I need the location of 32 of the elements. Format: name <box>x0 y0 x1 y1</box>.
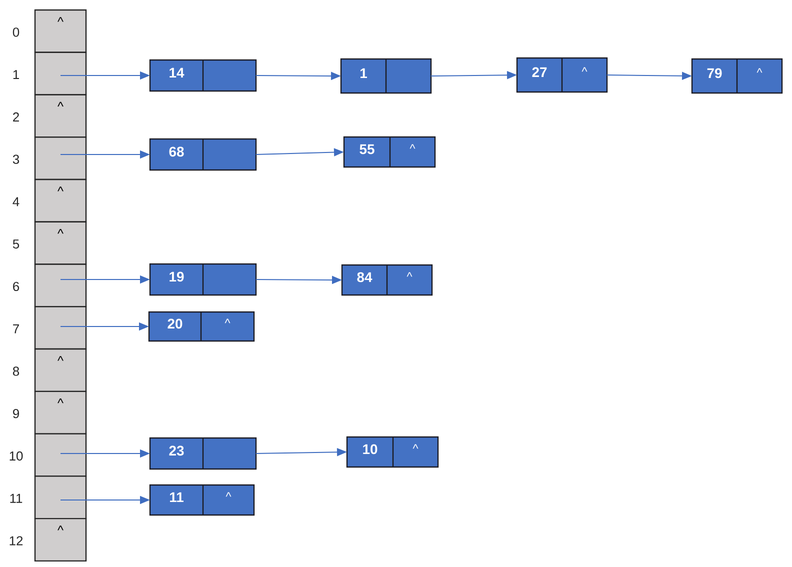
list-node: 68 <box>149 138 257 171</box>
slot-index: 3 <box>12 154 20 164</box>
table-slot: ^ <box>34 178 87 222</box>
list-node: 27 ^ <box>516 57 608 93</box>
list-node: 10 ^ <box>346 436 439 468</box>
list-node: 19 <box>149 263 257 296</box>
slot-index: 0 <box>12 28 20 37</box>
list-node: 20 ^ <box>148 311 255 342</box>
slot-index: 8 <box>12 366 20 376</box>
slot-index: 7 <box>13 324 19 334</box>
slot-index: 4 <box>12 197 20 206</box>
list-node: 55 ^ <box>343 136 436 168</box>
list-node: 79 ^ <box>691 58 783 94</box>
list-node: 1 <box>340 58 432 94</box>
slot-index: 6 <box>13 282 20 292</box>
table-slot: ^ <box>34 9 87 53</box>
slot-index: 2 <box>13 112 19 122</box>
table-slot: ^ <box>34 94 87 138</box>
slot-index: 5 <box>12 240 20 249</box>
slot-index: 12 <box>10 536 23 546</box>
table-slot: ^ <box>34 348 87 392</box>
slot-index: 9 <box>13 409 19 418</box>
table-slot: ^ <box>34 390 87 434</box>
list-node: 84 ^ <box>341 264 433 296</box>
table-slot: ^ <box>34 518 87 562</box>
slot-index: 1 <box>13 70 19 80</box>
list-node: 23 <box>149 437 257 470</box>
list-node: 11 ^ <box>149 484 255 516</box>
table-slot: ^ <box>34 221 87 265</box>
slot-index: 11 <box>10 494 22 503</box>
slot-index: 10 <box>10 451 23 461</box>
list-node: 14 <box>149 59 257 92</box>
